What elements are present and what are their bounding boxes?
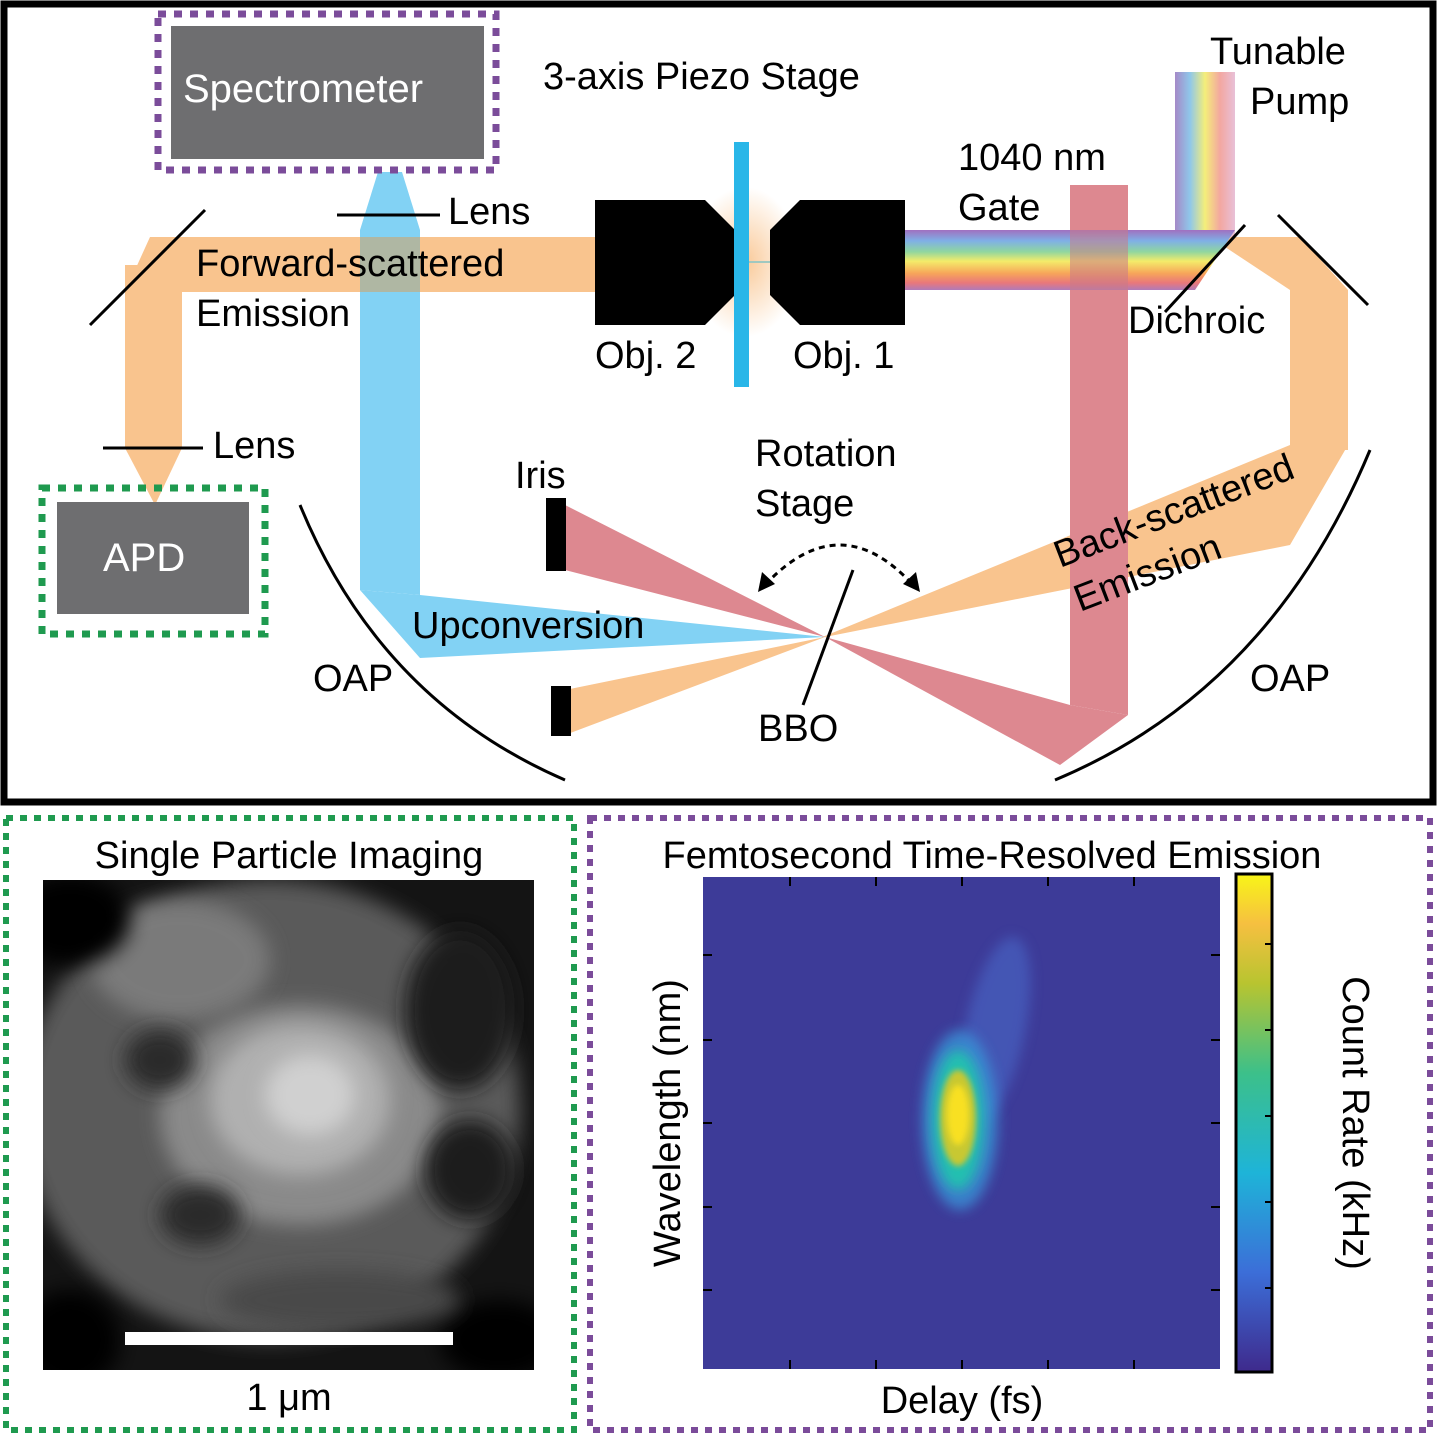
oap-right-mirror <box>1054 449 1372 782</box>
imaging-title: Single Particle Imaging <box>95 835 484 877</box>
colorbar <box>1234 872 1274 1374</box>
forward-beam-corner <box>125 237 182 292</box>
upconversion-diagonal <box>360 590 825 658</box>
rotation-label-1: Rotation <box>755 433 897 475</box>
upconversion-label: Upconversion <box>412 605 644 647</box>
objective-2 <box>595 200 735 325</box>
apd-frame <box>38 484 269 638</box>
gate-to-iris <box>565 505 825 637</box>
schematic-labels: 3-axis Piezo Stage Tunable Pump 1040 nm … <box>196 31 1349 750</box>
upconversion-vertical <box>360 230 420 595</box>
tr-panel-frame <box>587 815 1433 1433</box>
tr-heatmap <box>703 877 1220 1369</box>
gate-overlap <box>1070 230 1128 290</box>
overlap-box <box>360 237 420 292</box>
oap-left-label: OAP <box>313 658 393 700</box>
back-beam-vertical <box>1290 290 1348 450</box>
rotation-label-2: Stage <box>755 483 854 525</box>
apd-box <box>57 502 249 614</box>
dichroic-mirror <box>1163 223 1247 314</box>
dichroic-label: Dichroic <box>1128 300 1265 342</box>
obj2-label: Obj. 2 <box>595 335 696 377</box>
gate-label-1: 1040 nm <box>958 137 1106 179</box>
obj1-label: Obj. 1 <box>793 335 894 377</box>
gate-diagonal <box>825 637 1128 765</box>
spectrometer-label: Spectrometer <box>183 67 423 111</box>
rotation-arrowhead-left <box>758 572 775 592</box>
tr-xlabel: Delay (fs) <box>881 1380 1044 1422</box>
colorbar-label: Count Rate (kHz) <box>1334 976 1376 1270</box>
imaging-panel-frame <box>3 815 577 1433</box>
apd-label: APD <box>103 536 185 580</box>
oap-right-label: OAP <box>1250 658 1330 700</box>
gate-vertical <box>1070 185 1128 715</box>
piezo-stage-label: 3-axis Piezo Stage <box>543 56 860 98</box>
bbo-label: BBO <box>758 708 838 750</box>
forward-label-2: Emission <box>196 293 350 335</box>
lens-left-label: Lens <box>213 425 295 467</box>
sample-slide <box>734 142 749 387</box>
particle-image <box>43 880 534 1370</box>
forward-beam-down <box>125 265 182 505</box>
pump-beam-vertical <box>1175 72 1235 237</box>
gate-label-2: Gate <box>958 187 1040 229</box>
iris-top <box>546 498 566 571</box>
tr-ylabel: Wavelength (nm) <box>647 979 689 1267</box>
scale-bar-label: 1 μm <box>246 1377 331 1419</box>
left-mirror <box>88 208 207 327</box>
oap-left-mirror <box>298 504 566 782</box>
lens-top-label: Lens <box>448 191 530 233</box>
optics <box>88 142 1372 782</box>
right-mirror <box>1276 213 1370 307</box>
objective-1 <box>770 200 905 325</box>
beams <box>125 72 1348 765</box>
back-beam-low <box>565 637 825 735</box>
iris-bottom <box>551 686 571 736</box>
spectrometer-box <box>171 26 484 159</box>
rotation-arrowhead-right <box>903 572 920 592</box>
back-beam-top <box>1210 237 1348 290</box>
scale-bar <box>125 1332 453 1345</box>
rotation-arrow <box>763 543 915 587</box>
forward-label-1: Forward-scattered <box>196 243 504 285</box>
tr-title: Femtosecond Time-Resolved Emission <box>663 835 1322 877</box>
tunable-label: Tunable <box>1210 31 1346 73</box>
pump-label: Pump <box>1250 81 1349 123</box>
iris-label: Iris <box>515 455 566 497</box>
spectrometer-frame <box>154 10 500 174</box>
bbo-crystal <box>801 569 855 706</box>
